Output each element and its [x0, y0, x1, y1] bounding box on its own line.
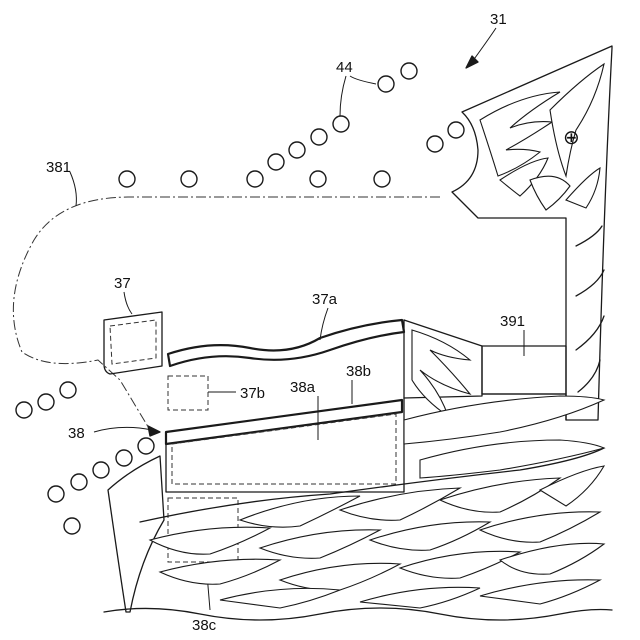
guide-path-381: [13, 197, 440, 430]
label-38c: 38c: [192, 617, 217, 634]
label-37b: 37b: [240, 385, 265, 402]
label-391: 391: [500, 313, 525, 330]
component-37b: [168, 376, 236, 410]
label-381: 381: [46, 159, 71, 176]
label-38a: 38a: [290, 379, 316, 396]
label-37: 37: [114, 275, 131, 292]
component-37a: [168, 320, 404, 366]
label-38: 38: [68, 425, 85, 442]
label-44: 44: [336, 59, 353, 76]
label-37a: 37a: [312, 291, 338, 308]
toner-particles: [16, 63, 464, 534]
label-38b: 38b: [346, 363, 371, 380]
label-31: 31: [490, 11, 507, 28]
component-37: [104, 312, 162, 374]
component-38b: [166, 380, 402, 444]
polarity-plus-symbol: ⊕: [563, 127, 580, 149]
right-housing: ⊕: [452, 46, 612, 420]
